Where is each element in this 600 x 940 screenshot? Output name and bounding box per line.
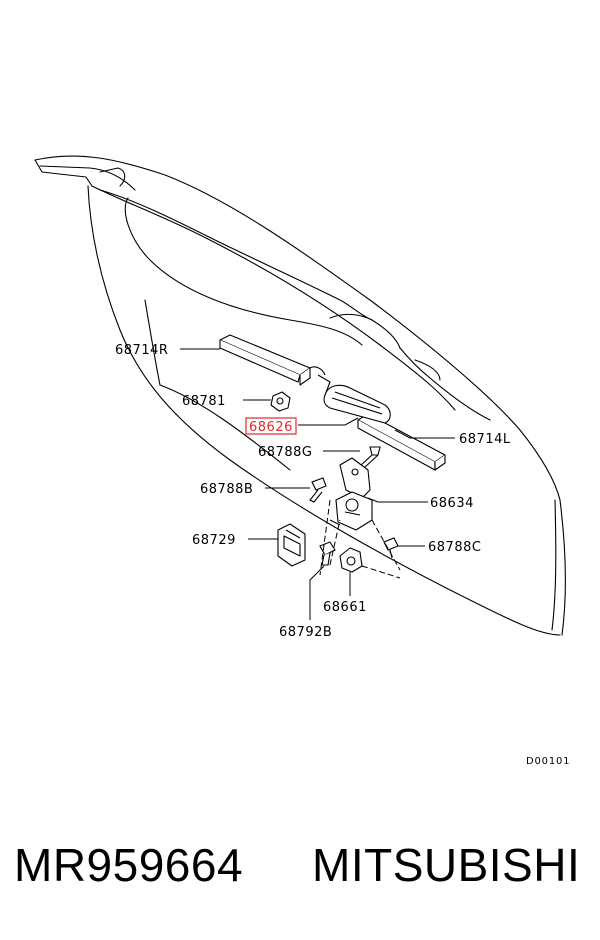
part-number: MR959664: [14, 839, 244, 891]
callout-68729: 68729: [192, 533, 236, 548]
callout-68781: 68781: [182, 394, 226, 409]
callout-68661: 68661: [323, 600, 367, 615]
latch-68634: [329, 457, 373, 531]
highlight-box: [245, 417, 297, 435]
callout-68788b: 68788B: [200, 482, 253, 497]
screw-68788c: [383, 537, 399, 559]
bracket-68729: [277, 523, 306, 567]
screw-68788b: [309, 477, 327, 503]
nut-68781: [270, 391, 291, 412]
handle-68626: [309, 366, 391, 424]
callout-68788c: 68788C: [428, 540, 481, 555]
leader-lines: [180, 348, 455, 620]
callout-68714r: 68714R: [115, 343, 168, 358]
brand-name: MITSUBISHI: [312, 839, 581, 891]
callout-labels: 68714R 68781 68626 68714L 68788G 68788B …: [115, 343, 570, 767]
tailgate-outline: [34, 155, 566, 636]
drawing-code: D00101: [526, 756, 570, 767]
callout-68714l: 68714L: [459, 432, 511, 447]
callout-68634: 68634: [430, 496, 474, 511]
exploded-parts-diagram: 68714R 68781 68626 68714L 68788G 68788B …: [34, 155, 570, 767]
clip-68661: [339, 547, 363, 573]
callout-68626: 68626: [249, 420, 293, 435]
callout-68792b: 68792B: [279, 625, 332, 640]
callout-68788g: 68788G: [258, 445, 312, 460]
bracket-68714r: [219, 334, 311, 386]
screw-68788g: [359, 446, 381, 469]
